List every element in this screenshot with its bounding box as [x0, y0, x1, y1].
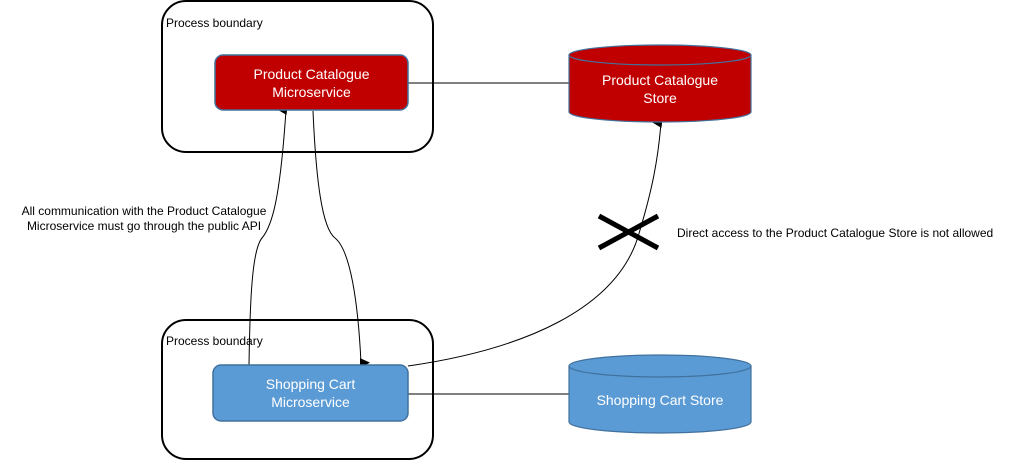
- catalogue-store-line2: Store: [643, 90, 677, 106]
- api-note: All communication with the Product Catal…: [10, 204, 278, 234]
- process-boundary-bottom: [161, 319, 434, 460]
- cart-store-label: Shopping Cart Store: [596, 392, 724, 408]
- edge-cart-to-catalogue-api: [248, 105, 288, 366]
- cart-service-line1: Shopping Cart: [265, 376, 356, 392]
- catalogue-store-line1: Product Catalogue: [602, 72, 718, 88]
- cart-service-box[interactable]: [212, 364, 409, 422]
- api-note-line1: All communication with the Product Catal…: [21, 204, 267, 218]
- catalogue-service-label: Product Catalogue Microservice: [215, 55, 408, 110]
- catalogue-store-cylinder[interactable]: [568, 44, 752, 123]
- process-boundary-label: Process boundary: [166, 334, 263, 348]
- catalogue-store-label: Product Catalogue Store: [569, 64, 751, 114]
- cart-store-cylinder[interactable]: [568, 354, 752, 434]
- api-note-line2: Microservice must go through the public …: [26, 219, 262, 233]
- process-boundary-top: [161, 0, 434, 153]
- cart-service-label: Shopping Cart Microservice: [213, 365, 408, 421]
- process-boundary-label: Process boundary: [166, 16, 263, 30]
- forbidden-note: Direct access to the Product Catalogue S…: [677, 226, 994, 240]
- forbidden-x-icon: [597, 213, 660, 251]
- cart-service-line2: Microservice: [271, 394, 350, 410]
- catalogue-service-line1: Product Catalogue: [253, 65, 370, 82]
- edge-cart-to-catalogue-store-forbidden: [407, 118, 663, 367]
- edge-catalogue-to-cart: [312, 110, 370, 369]
- catalogue-service-line2: Microservice: [272, 83, 351, 100]
- catalogue-service-box[interactable]: [214, 54, 409, 111]
